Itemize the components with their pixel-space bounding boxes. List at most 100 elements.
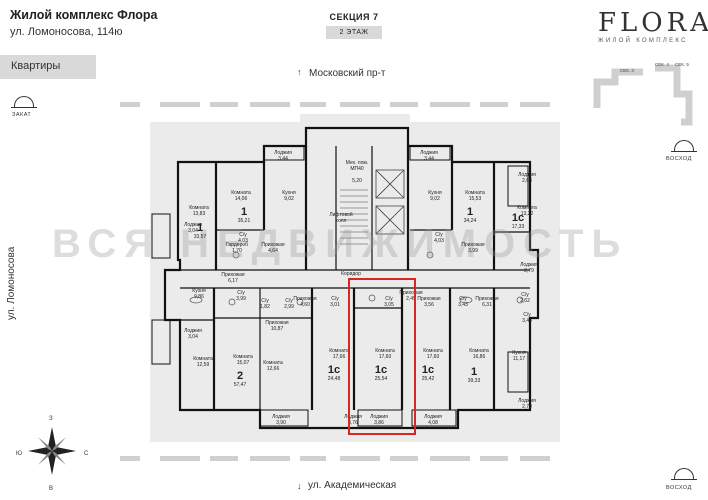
apartment-type: 1с bbox=[327, 364, 341, 376]
floor-badge: 2 ЭТАЖ bbox=[326, 26, 382, 39]
room-name: С/у bbox=[237, 290, 245, 296]
room-area: 12,66 bbox=[266, 366, 280, 372]
apartment-area: 34,24 bbox=[463, 218, 477, 224]
room-name: Прихожая bbox=[293, 296, 317, 302]
sunset-label: ЗАКАТ bbox=[12, 112, 32, 118]
room-label: Коридор bbox=[334, 271, 368, 277]
room-area: 4,64 bbox=[268, 248, 278, 254]
room-area: 10,87 bbox=[270, 326, 284, 332]
room-area: 17,60 bbox=[426, 354, 440, 360]
section-title: СЕКЦИЯ 7 bbox=[329, 12, 379, 22]
room-name: Прихожая bbox=[417, 296, 441, 302]
room-area: 6,17 bbox=[228, 278, 238, 284]
complex-title: Жилой комплекс Флора bbox=[10, 8, 158, 22]
room-name: Комната bbox=[231, 190, 251, 196]
room-area: 3,56 bbox=[424, 302, 434, 308]
apartment-area: 25,54 bbox=[374, 376, 388, 382]
room-area: 3,99 bbox=[468, 248, 478, 254]
room-area: 3,44 bbox=[278, 156, 288, 162]
room-area: 1,70 bbox=[232, 248, 242, 254]
room-name: Гардероб bbox=[226, 242, 248, 248]
room-area: 2,45 bbox=[406, 296, 416, 302]
room-name: С/у bbox=[331, 296, 339, 302]
room-name: Лоджия bbox=[518, 172, 536, 178]
room-area: 17,66 bbox=[332, 354, 346, 360]
room-area: 3,43 bbox=[458, 302, 468, 308]
room-area: 4,60 bbox=[300, 302, 310, 308]
room-name: Лоджия bbox=[370, 414, 388, 420]
room-area: 3,05 bbox=[384, 302, 394, 308]
room-name: Лоджия bbox=[424, 414, 442, 420]
room-name: Комната bbox=[193, 356, 213, 362]
room-area: 3,86 bbox=[374, 420, 384, 426]
room-area: 3,04 bbox=[188, 228, 198, 234]
selected-apartment-highlight[interactable] bbox=[348, 278, 416, 435]
room-area: 5,20 bbox=[352, 178, 362, 184]
room-name: Кухня bbox=[428, 190, 442, 196]
apartment-type: 1 bbox=[196, 222, 204, 234]
room-area: 3,01 bbox=[330, 302, 340, 308]
room-name: Лоджия bbox=[272, 414, 290, 420]
room-name: Комната bbox=[329, 348, 349, 354]
room-area: 15,07 bbox=[236, 360, 250, 366]
room-name: Комната bbox=[517, 205, 537, 211]
apartment-type: 1 bbox=[470, 366, 478, 378]
room-name: Мех. пом. bbox=[345, 160, 369, 166]
room-name: Лоджия bbox=[184, 328, 202, 334]
complex-address: ул. Ломоносова, 114ю bbox=[10, 26, 123, 38]
apartment-area: 39,33 bbox=[467, 378, 481, 384]
room-name: Прихожая bbox=[261, 242, 285, 248]
apartment-area: 17,33 bbox=[511, 224, 525, 230]
room-name: Кухня bbox=[192, 288, 206, 294]
tab-apartments[interactable]: Квартиры bbox=[0, 55, 96, 79]
north-arrow-icon: ↑ bbox=[297, 67, 302, 77]
compass-left: Ю bbox=[16, 451, 23, 457]
room-name: С/у bbox=[435, 232, 443, 238]
apartment-type: 1 bbox=[466, 206, 474, 218]
site-minimap bbox=[593, 64, 693, 126]
room-name: Коридор bbox=[341, 271, 361, 277]
room-area: 3,76 bbox=[348, 420, 358, 426]
room-name: Комната bbox=[469, 348, 489, 354]
room-label: Лифтовой холл bbox=[324, 212, 358, 224]
room-name: Лоджия bbox=[274, 150, 292, 156]
room-name: Лифтовой холл bbox=[329, 212, 353, 224]
room-name: Прихожая bbox=[461, 242, 485, 248]
room-name: Комната bbox=[233, 354, 253, 360]
room-area: 3,44 bbox=[522, 318, 532, 324]
apartment-area: 33,57 bbox=[193, 234, 207, 240]
sunrise-label: ВОСХОД bbox=[666, 156, 692, 162]
room-name: С/у bbox=[523, 312, 531, 318]
room-name: Прихожая bbox=[265, 320, 289, 326]
flora-logo: FLORA bbox=[598, 8, 708, 38]
room-name: Комната bbox=[189, 205, 209, 211]
logo-subtitle: ЖИЛОЙ КОМПЛЕКС bbox=[598, 38, 688, 44]
room-name: С/у bbox=[261, 298, 269, 304]
watermark: ВСЯ НЕДВИЖИМОСТЬ bbox=[52, 222, 629, 266]
room-name: Комната bbox=[375, 348, 395, 354]
room-area: 1,82 bbox=[260, 304, 270, 310]
